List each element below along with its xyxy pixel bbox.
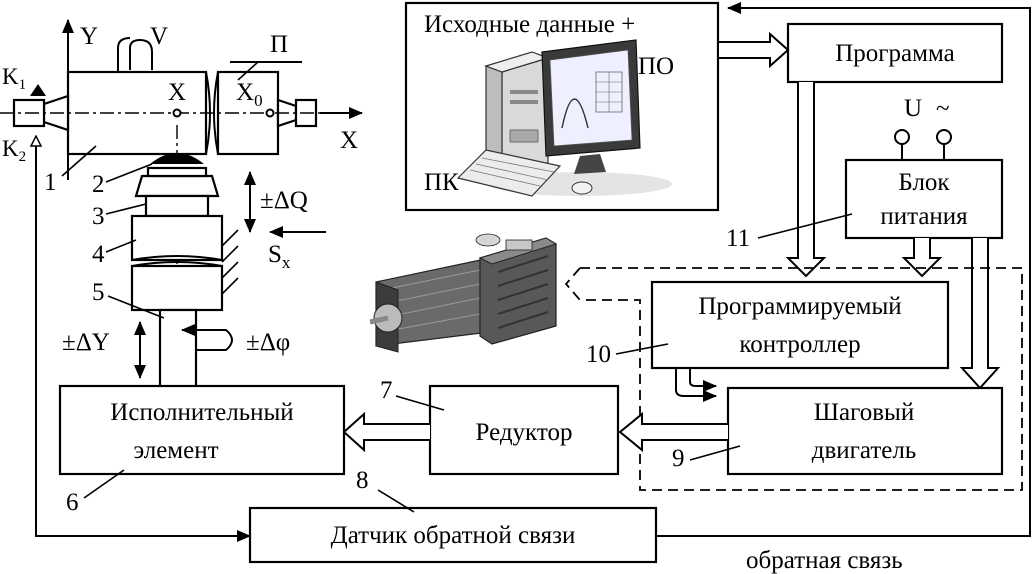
drive-enclosure	[580, 267, 1023, 491]
label-8: 8	[356, 467, 369, 494]
actuator-text-1: Исполнительный	[110, 399, 293, 426]
label-10: 10	[586, 341, 611, 368]
tool-body-top	[130, 214, 224, 262]
pc-label: ПК	[424, 169, 459, 196]
label-6: 6	[66, 489, 79, 516]
label-11: 11	[726, 225, 750, 252]
pc-to-program-arrow	[717, 31, 790, 69]
v-label: V	[150, 23, 168, 50]
feed-label: Sx	[268, 241, 291, 272]
label-5: 5	[92, 279, 105, 306]
label-7: 7	[380, 377, 393, 404]
stepper-to-reducer-arrow	[618, 411, 728, 453]
power-text-1: Блок	[898, 169, 950, 196]
power-block	[844, 158, 1004, 240]
delta-phi-label: ±Δφ	[246, 329, 290, 356]
fixed-support-hatch	[221, 229, 239, 295]
supply-terminal-2	[936, 129, 952, 145]
supply-tilde: ~	[936, 95, 950, 122]
delta-q-label: ±ΔQ	[260, 187, 308, 214]
label-9: 9	[672, 445, 685, 472]
k1-label: K1	[2, 64, 26, 93]
tool-head	[134, 174, 220, 198]
part-label: П	[270, 31, 288, 58]
tool-body-bottom	[130, 264, 224, 312]
power-to-controller-arrow	[901, 238, 943, 278]
controller-to-stepper-arrow	[675, 368, 717, 402]
stepper-text-1: Шаговый	[814, 399, 914, 426]
controller-text-1: Программируемый	[698, 293, 901, 320]
supply-symbol: U	[904, 95, 922, 122]
sensor-text: Датчик обратной связи	[331, 522, 576, 549]
delta-y-label: ±ΔY	[62, 329, 110, 356]
power-text-2: питания	[880, 203, 968, 230]
pc-po-text: ПО	[638, 53, 674, 80]
point-x-label: X	[168, 79, 186, 106]
program-to-controller-arrow	[785, 82, 827, 278]
delta-phi-arrow	[196, 329, 233, 351]
k2-label: K2	[2, 136, 26, 165]
reducer-text: Редуктор	[476, 419, 573, 446]
v-rotation-arrow	[129, 38, 153, 70]
sensor-to-k2-line	[36, 136, 250, 537]
label-1: 1	[44, 169, 57, 196]
machining-mechanism: Y V П X X X0 K1 K2	[0, 19, 363, 392]
y-axis-label: Y	[80, 23, 98, 50]
program-text: Программа	[835, 40, 954, 67]
controller-block	[650, 280, 950, 370]
power-to-stepper-arrow	[959, 238, 1001, 390]
supply-terminal-1	[894, 129, 910, 145]
tool-collar	[144, 194, 210, 218]
computer-icon	[456, 39, 672, 197]
pc-block: Исходные данные + ПО ПК	[404, 1, 720, 212]
controller-text-2: контроллер	[739, 331, 860, 358]
k1-marker	[30, 84, 46, 96]
actuator-text-2: элемент	[133, 437, 218, 464]
stepper-text-2: двигатель	[812, 437, 917, 464]
label-2: 2	[92, 171, 105, 198]
pc-top-text: Исходные данные +	[424, 11, 635, 38]
reducer-to-actuator-arrow	[342, 411, 430, 453]
label-3: 3	[92, 203, 105, 230]
label-4: 4	[92, 241, 105, 268]
tool-shaft	[158, 308, 198, 392]
actuator-block	[58, 384, 346, 476]
stepper-motor-photo	[369, 233, 558, 353]
program-block	[786, 22, 1004, 84]
stepper-block	[726, 386, 1004, 476]
tool-cutter	[150, 153, 204, 164]
x-axis-label: X	[340, 127, 358, 154]
feedback-loop-line	[656, 1, 1031, 537]
point-x0-label: X0	[236, 79, 263, 110]
feedback-text: обратная связь	[746, 547, 903, 574]
